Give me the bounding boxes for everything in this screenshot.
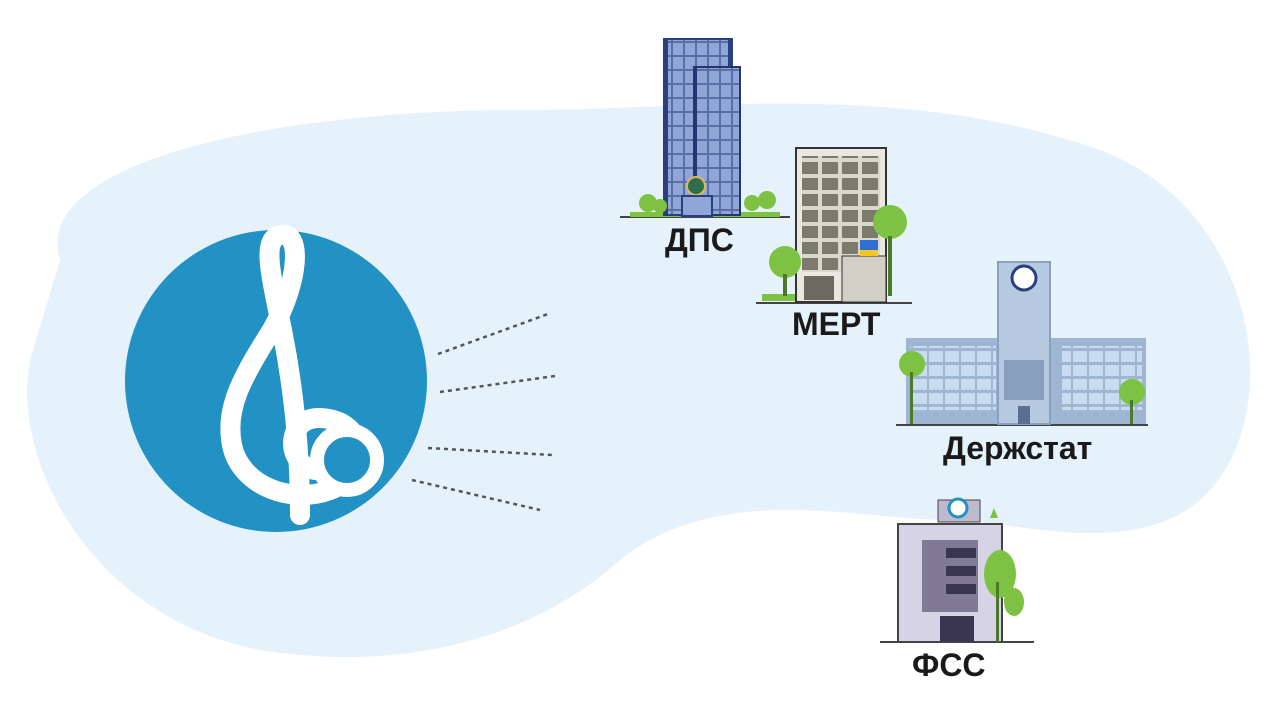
fss-building: [880, 497, 1034, 643]
derzhstat-building: [896, 261, 1148, 426]
clef-highlight: [310, 423, 384, 497]
dps-label: ДПС: [665, 222, 734, 258]
signal-line-1: [437, 312, 549, 356]
signal-line-4: [411, 478, 541, 512]
fss-label: ФСС: [912, 647, 986, 683]
mert-label: МЕРТ: [792, 306, 881, 342]
dps-building: [620, 38, 790, 218]
signal-line-2: [439, 374, 556, 394]
derzhstat-label: Держстат: [943, 430, 1093, 466]
treble-clef-logo: [125, 224, 427, 532]
mert-building: [756, 147, 912, 304]
signal-lines: [411, 312, 556, 512]
